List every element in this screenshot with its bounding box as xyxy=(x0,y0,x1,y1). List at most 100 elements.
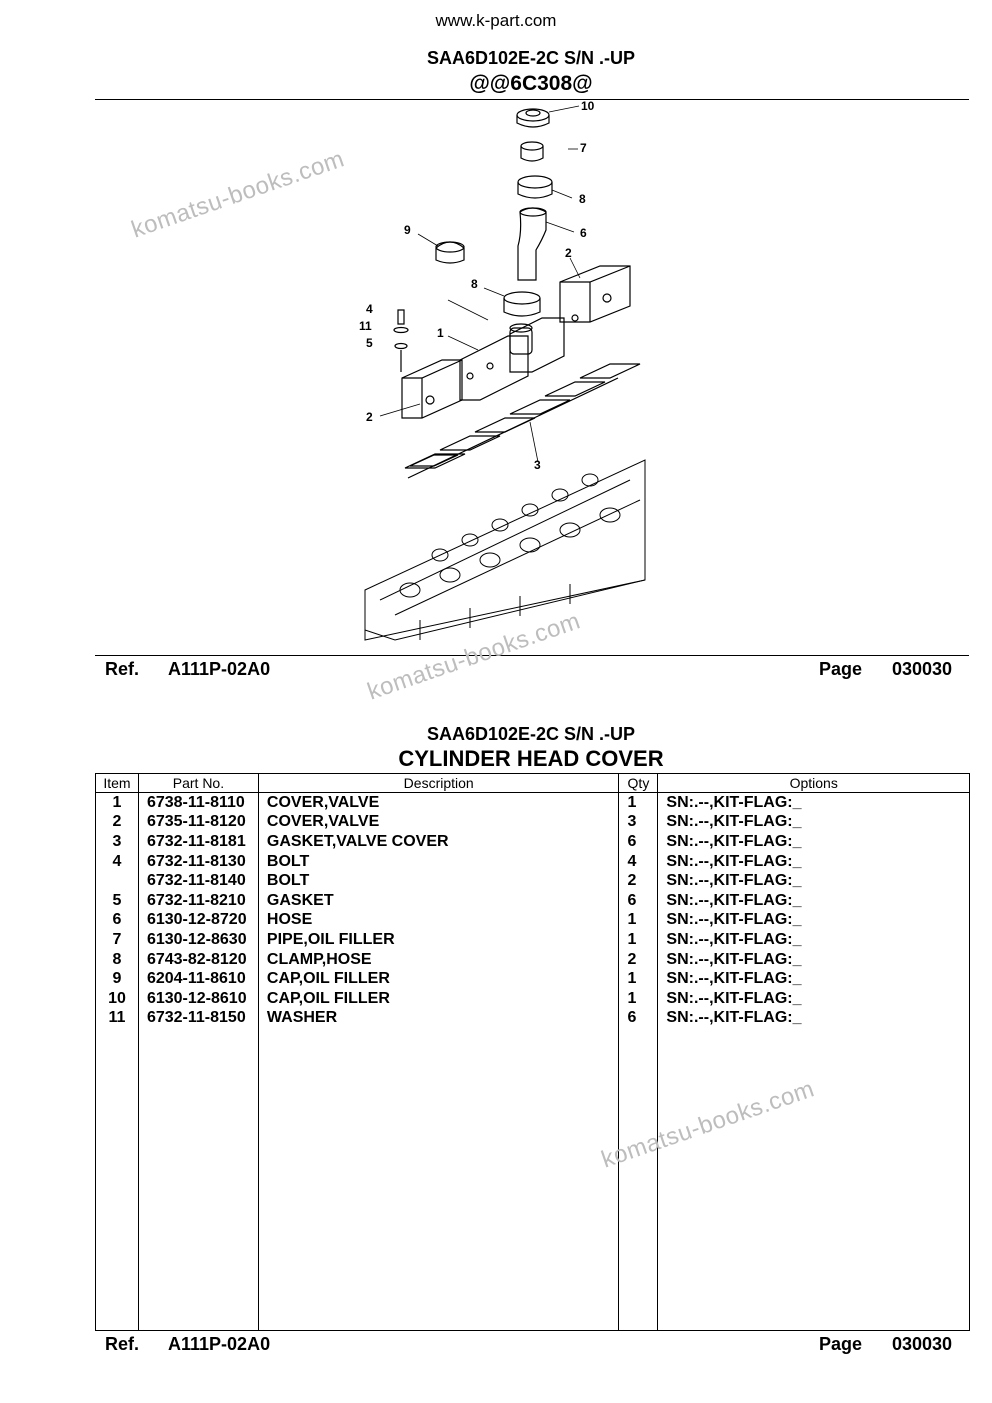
cell-qty: 1 xyxy=(618,910,659,931)
cell-qty: 1 xyxy=(618,792,659,813)
cell-description: PIPE,OIL FILLER xyxy=(257,930,620,950)
cell-description: BOLT xyxy=(257,851,620,872)
cell-description: GASKET xyxy=(257,890,620,911)
exploded-parts-diagram xyxy=(364,105,646,641)
cell-qty: 6 xyxy=(618,890,659,911)
cell-description: COVER,VALVE xyxy=(257,792,620,813)
cell-item: 4 xyxy=(95,851,139,872)
col-header-qty: Qty xyxy=(618,773,659,793)
callout-6: 6 xyxy=(580,226,587,240)
cell-description: CAP,OIL FILLER xyxy=(257,969,620,989)
cell-options: SN:.--,KIT-FLAG:_ xyxy=(657,792,970,813)
cell-item xyxy=(95,871,139,891)
ref-value-top: A111P-02A0 xyxy=(168,659,271,679)
part-clamp-hose-8 xyxy=(517,175,553,199)
callout-8-mid: 8 xyxy=(471,277,478,291)
cell-description: GASKET,VALVE COVER xyxy=(257,832,620,852)
cell-part-no: 6130-12-8720 xyxy=(137,910,259,931)
cell-qty: 1 xyxy=(618,930,659,950)
cell-options: SN:.--,KIT-FLAG:_ xyxy=(657,871,970,891)
cell-qty: 4 xyxy=(618,851,659,872)
part-clamp-hose-8b xyxy=(503,291,541,317)
cell-part-no: 6732-11-8210 xyxy=(137,890,259,911)
cell-item: 3 xyxy=(95,832,139,852)
cell-options: SN:.--,KIT-FLAG:_ xyxy=(657,851,970,872)
part-cap-oil-filler-10 xyxy=(516,108,550,128)
diagram-code: @@6C308@ xyxy=(469,72,593,95)
cell-qty: 6 xyxy=(618,832,659,852)
page-label-bottom: Page xyxy=(819,1334,863,1354)
cell-qty: 1 xyxy=(618,988,659,1009)
cell-part-no: 6743-82-8120 xyxy=(137,949,259,970)
cell-item: 7 xyxy=(95,930,139,950)
col-header-options: Options xyxy=(657,773,970,793)
cell-qty: 3 xyxy=(618,812,659,833)
table-model-heading: SAA6D102E-2C S/N .-UP xyxy=(426,724,636,744)
model-heading: SAA6D102E-2C S/N .-UP xyxy=(426,48,636,68)
cell-part-no: 6130-12-8610 xyxy=(137,988,259,1009)
callout-9: 9 xyxy=(404,223,411,237)
cell-qty: 2 xyxy=(618,949,659,970)
cell-options: SN:.--,KIT-FLAG:_ xyxy=(657,949,970,970)
cell-qty: 2 xyxy=(618,871,659,891)
callout-3: 3 xyxy=(534,458,541,472)
ref-label-bottom: Ref. xyxy=(105,1334,140,1354)
part-cylinder-head xyxy=(364,459,646,641)
cell-options: SN:.--,KIT-FLAG:_ xyxy=(657,812,970,833)
cell-description: WASHER xyxy=(257,1008,620,1029)
page-label-top: Page xyxy=(819,659,863,679)
table-header-row: Item Part No. Description Qty Options xyxy=(95,773,970,793)
cell-options: SN:.--,KIT-FLAG:_ xyxy=(657,1008,970,1029)
cell-description: CLAMP,HOSE xyxy=(257,949,620,970)
cell-item: 9 xyxy=(95,969,139,989)
col-header-item: Item xyxy=(95,773,139,793)
part-valve-covers xyxy=(401,265,631,419)
part-pipe-oil-filler-7 xyxy=(520,141,544,162)
cell-item: 6 xyxy=(95,910,139,931)
callout-11: 11 xyxy=(359,319,372,333)
cell-item: 1 xyxy=(95,792,139,813)
part-gaskets xyxy=(404,363,641,479)
callout-7: 7 xyxy=(580,141,587,155)
part-cap-oil-filler-9 xyxy=(435,241,465,264)
site-url: www.k-part.com xyxy=(435,11,557,30)
col-header-description: Description xyxy=(257,773,620,793)
callout-5: 5 xyxy=(366,336,373,350)
cell-options: SN:.--,KIT-FLAG:_ xyxy=(657,969,970,989)
cell-item: 10 xyxy=(95,988,139,1009)
ref-value-bottom: A111P-02A0 xyxy=(168,1334,271,1354)
cell-description: COVER,VALVE xyxy=(257,812,620,833)
cell-item: 2 xyxy=(95,812,139,833)
cell-item: 8 xyxy=(95,949,139,970)
cell-options: SN:.--,KIT-FLAG:_ xyxy=(657,890,970,911)
page-value-top: 030030 xyxy=(892,659,953,679)
cell-options: SN:.--,KIT-FLAG:_ xyxy=(657,988,970,1009)
ref-label-top: Ref. xyxy=(105,659,140,679)
cell-description: HOSE xyxy=(257,910,620,931)
cell-options: SN:.--,KIT-FLAG:_ xyxy=(657,832,970,852)
cell-description: CAP,OIL FILLER xyxy=(257,988,620,1009)
cell-qty: 6 xyxy=(618,1008,659,1029)
callout-1: 1 xyxy=(437,326,444,340)
cell-part-no: 6732-11-8181 xyxy=(137,832,259,852)
callout-8-top: 8 xyxy=(579,192,586,206)
cell-item: 5 xyxy=(95,890,139,911)
col-header-part-no: Part No. xyxy=(137,773,259,793)
cell-part-no: 6732-11-8140 xyxy=(137,871,259,891)
cell-qty: 1 xyxy=(618,969,659,989)
cell-part-no: 6732-11-8150 xyxy=(137,1008,259,1029)
part-bolt-washer-stack xyxy=(393,309,409,372)
cell-part-no: 6204-11-8610 xyxy=(137,969,259,989)
